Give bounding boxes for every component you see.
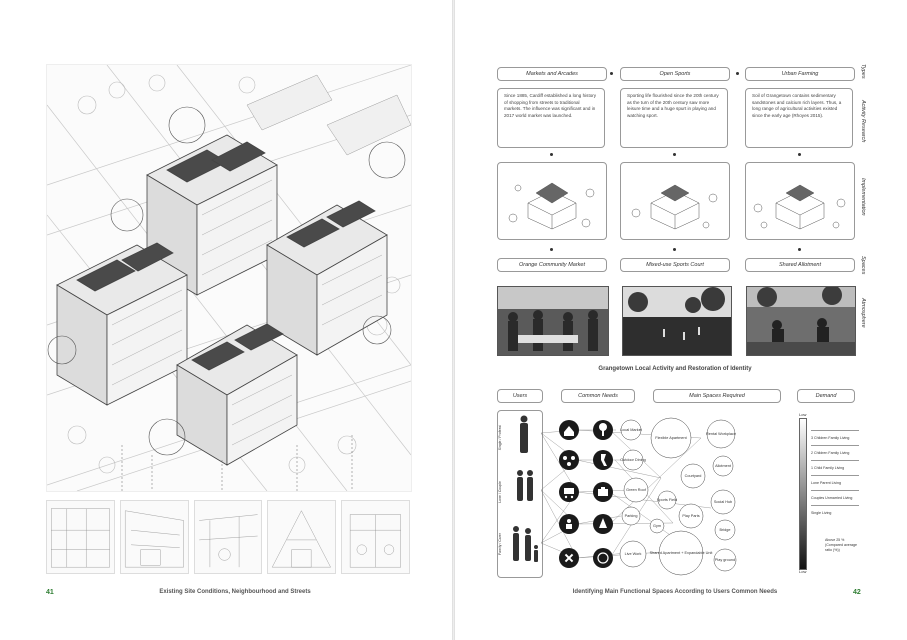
space-label: Flexible Apartment [655,436,687,440]
user-group-label: Single / Professi [498,425,502,451]
page-number-left: 41 [46,589,54,596]
research-farming: Soil of Grangetown contains sedimentary … [745,88,853,148]
demand-level: Single Living [811,505,859,520]
street-sketch-5 [341,500,410,574]
row-label-spaces: Spaces [860,256,866,275]
space-label: Shared Apartment + Expandable Unit [650,551,714,555]
space-label: Play Parts [682,514,699,518]
type-box-sports: Open Sports [620,67,730,81]
type-box-markets: Markets and Arcades [497,67,607,81]
right-page: Markets and Arcades Open Sports Urban Fa… [455,0,907,640]
connector-dot [610,72,613,75]
row-label-implementation: Implementation [860,178,866,216]
space-label: Green Roof [626,488,647,492]
connector-dot [673,248,676,251]
space-label: Outdoor Dining [620,458,646,462]
demand-level: 2 Children Family Living [811,445,859,460]
market-photo [497,286,609,356]
space-label: Gym [653,524,661,528]
street-sketch-4 [267,500,337,574]
type-box-farming: Urban Farming [745,67,855,81]
demand-top-label: Low [799,412,807,417]
demand-gradient-bar [799,418,807,570]
demand-levels: 3 Children Family Living 2 Children Fami… [811,430,859,520]
sports-photo [622,286,732,356]
user-group-label: Lone / Couple [498,481,502,503]
connector-dot [673,153,676,156]
user-group-label: Family / Carer [498,533,502,555]
space-label: Bridge [720,528,731,532]
demand-note: Above 25 % (Compared average ratio (%)) [825,538,857,552]
space-label: Rental Workplace [706,432,736,436]
research-markets: Since 1885, Cardiff established a long h… [497,88,605,148]
connector-dot [736,72,739,75]
implementation-farming-drawing [745,162,855,240]
demand-level: Couples Unmarried Living [811,490,859,505]
users-figures [513,415,538,562]
caption-right: Identifying Main Functional Spaces Accor… [572,589,778,595]
connector-dot [798,153,801,156]
book-gutter [452,0,455,640]
users-panel: Single / Professi Lone / Couple Family /… [497,410,543,578]
street-sketch-2 [119,500,189,574]
research-sports: Sporting life flourished since the 20th … [620,88,728,148]
street-sketch-3 [193,500,263,574]
column-header-users: Users [497,389,543,403]
space-label: Sports Field [657,498,677,502]
demand-bottom-label: Low [799,569,807,574]
space-label: Play ground [715,558,735,562]
needs-network-diagram: Local Market Flexible Apartment Rental W… [541,417,737,576]
demand-level: 3 Children Family Living [811,430,859,445]
space-label: Social Hub [714,500,732,504]
demand-level: Lone Parent Living [811,475,859,490]
caption-left: Existing Site Conditions, Neighbourhood … [159,589,311,595]
space-label: Local Market [620,428,643,432]
left-page: 41 Existing Site Conditions, Neighbourho… [0,0,452,640]
implementation-market-drawing [497,162,607,240]
demand-level: 1 Child Family Living [811,460,859,475]
space-label: Courtyard [685,474,702,478]
space-box-market: Orange Community Market [497,258,607,272]
community-icon [559,450,579,470]
space-box-sports: Mixed-use Sports Court [620,258,730,272]
space-label: Allotment [715,464,732,468]
space-label: Live Work [625,552,642,556]
recycle-icon [593,548,613,568]
column-header-needs: Common Needs [561,389,635,403]
space-box-allotment: Shared Allotment [745,258,855,272]
site-axonometric-drawing [46,64,412,492]
row-label-types: Types [860,64,866,79]
connector-dot [550,248,553,251]
connector-dot [550,153,553,156]
street-sketch-1 [46,500,115,574]
row-label-research: Activity Research [860,100,866,143]
street-sketch-strip [46,500,410,574]
column-header-spaces: Main Spaces Required [653,389,781,403]
page-number-right: 42 [853,589,861,596]
connector-dot [798,248,801,251]
allotment-photo [746,286,856,356]
row-label-atmosphere: Atmosphere [860,298,866,328]
section-title: Grangetown Local Activity and Restoratio… [598,366,752,372]
implementation-sports-drawing [620,162,730,240]
space-label: Parking [625,514,638,518]
column-header-demand: Demand [797,389,855,403]
